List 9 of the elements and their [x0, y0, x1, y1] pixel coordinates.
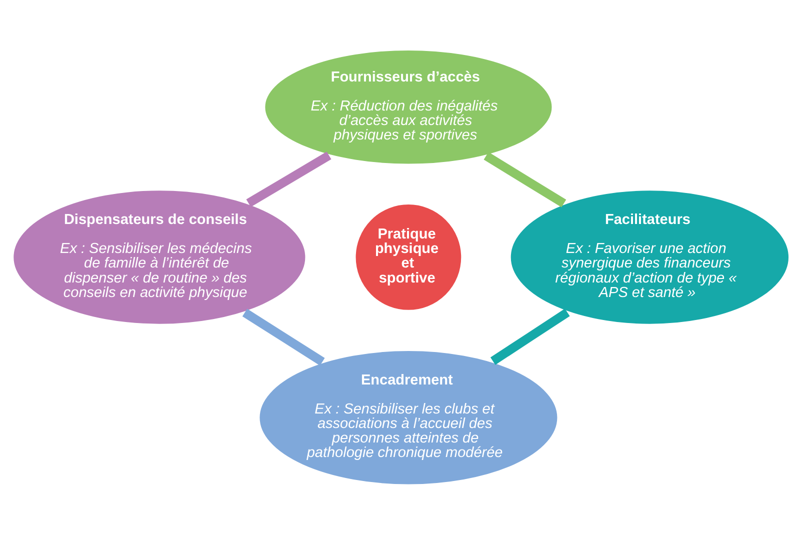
node-ellipse: Dispensateurs de conseils Ex : Sensibiliser les médecins de famille à l’intérêt de dispenser « de routine » des conseils en activité physique	[11, 188, 308, 326]
node-circle: Pratique physique et sportive	[354, 202, 464, 312]
connector	[490, 308, 570, 364]
connector	[246, 151, 332, 207]
node-ellipse: Fournisseurs d’accès Ex : Réduction des inégalités d’accès aux activités physiques et sportives	[262, 48, 554, 166]
node-ellipse: Facilitateurs Ex : Favoriser une action synergique des financeurs régionaux d’action de type « APS et santé »	[508, 188, 791, 326]
connector	[242, 308, 325, 366]
connector	[484, 152, 566, 207]
node-ellipse: Encadrement Ex : Sensibiliser les clubs et associations à l’accueil des personnes atteintes de pathologie chronique modérée	[257, 348, 560, 486]
